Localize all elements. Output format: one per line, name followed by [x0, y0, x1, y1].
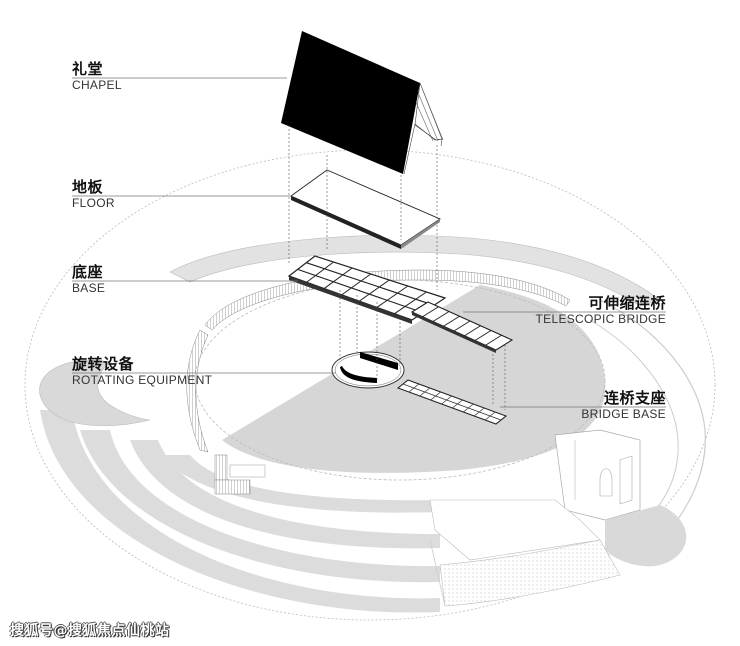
stage-edge [194, 279, 606, 481]
telescopic-bridge-rung [443, 315, 460, 327]
bridge-base-rung [484, 411, 496, 421]
entrance-block-left [214, 454, 266, 495]
label-rotating-en: ROTATING EQUIPMENT [72, 373, 213, 387]
base-grid-rung [394, 291, 427, 315]
label-telescopic-bridge: 可伸缩连桥 TELESCOPIC BRIDGE [536, 294, 666, 326]
telescopic-bridge-rung [474, 330, 492, 341]
label-base-zh: 底座 [72, 263, 104, 281]
bridge-base-rung [473, 407, 485, 417]
telescopic-bridge-rung [453, 320, 471, 332]
bridge-base-rail [402, 383, 502, 421]
base-grid-rung [306, 261, 334, 283]
rotating-equipment-part [331, 351, 405, 389]
leader-lines [72, 77, 666, 408]
tower-base-grey [605, 505, 687, 567]
watermark: 搜狐号@搜狐焦点仙桃站 [10, 623, 170, 639]
label-floor-zh: 地板 [72, 178, 104, 196]
telescopic-bridge-edge [412, 312, 496, 353]
telescopic-bridge-rung [432, 311, 450, 322]
telescopic-bridge-rung [485, 334, 502, 346]
label-floor-en: FLOOR [72, 196, 115, 210]
right-arena-arc [599, 299, 706, 541]
base-grid-rail [306, 262, 435, 306]
tower-structure [429, 429, 687, 567]
base-grid-rail [297, 268, 424, 314]
right-arena-arc-2 [589, 319, 679, 526]
base-grid-rung [358, 279, 390, 302]
chapel-roof [281, 31, 420, 174]
telescopic-bridge-rung [422, 306, 439, 318]
label-telescopic-en: TELESCOPIC BRIDGE [535, 312, 666, 326]
label-rotating-equipment: 旋转设备 ROTATING EQUIPMENT [72, 355, 212, 387]
label-chapel: 礼堂 CHAPEL [72, 60, 122, 92]
chapel-part [281, 31, 444, 175]
bridge-base-rung [408, 383, 420, 393]
left-crescent [39, 359, 151, 427]
base-frame-part [287, 255, 514, 353]
bridge-base-part [396, 379, 508, 425]
label-floor: 地板 FLOOR [72, 178, 115, 210]
label-bridge-base: 连桥支座 BRIDGE BASE [581, 389, 666, 421]
front-stairs [439, 539, 621, 607]
floor-slab-part [290, 169, 441, 249]
seating-band-2 [80, 430, 440, 583]
base-grid-edge [289, 276, 412, 324]
label-base-en: BASE [72, 281, 106, 295]
seating-band-1 [40, 410, 440, 613]
label-bridge-base-zh: 连桥支座 [603, 389, 666, 407]
arena-top-rim [169, 235, 661, 307]
label-chapel-en: CHAPEL [72, 78, 122, 92]
outer-ring-outline [24, 149, 716, 621]
seating-band-3 [130, 440, 440, 549]
bridge-base-rung [441, 395, 452, 405]
arena-structure [24, 149, 716, 621]
bridge-base-rung [463, 403, 474, 413]
label-base: 底座 BASE [72, 263, 105, 295]
label-telescopic-zh: 可伸缩连桥 [588, 294, 666, 312]
projection-lines [288, 125, 506, 410]
base-grid-rung [323, 267, 353, 289]
bridge-base-rung [419, 387, 431, 397]
bridge-base-rung [452, 399, 463, 409]
stage-floor [222, 285, 606, 473]
inner-ring-wall-left [186, 329, 209, 453]
label-chapel-zh: 礼堂 [72, 60, 104, 78]
label-bridge-base-en: BRIDGE BASE [581, 407, 666, 421]
base-grid-rung [341, 273, 372, 296]
base-grid-rung [376, 285, 409, 308]
bridge-base-rung [430, 391, 441, 401]
telescopic-bridge-rung [464, 325, 481, 337]
label-rotating-zh: 旋转设备 [72, 355, 135, 373]
